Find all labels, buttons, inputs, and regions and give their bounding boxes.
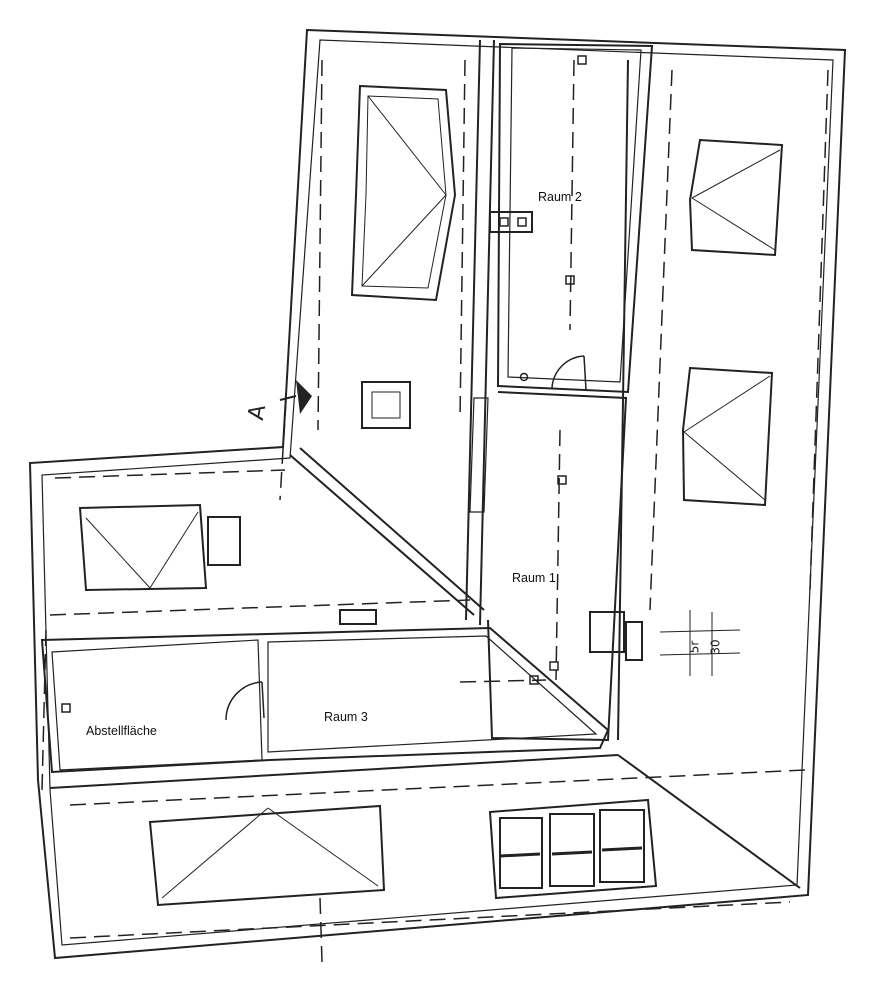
room-label-raum1: Raum 1	[512, 571, 556, 585]
door-raum2	[551, 355, 585, 389]
room-label-raum2: Raum 2	[538, 190, 582, 204]
outer-wall-inner	[41, 39, 834, 946]
room-label-abstellflaeche: Abstellfläche	[86, 724, 157, 738]
skylight-5	[148, 804, 386, 907]
skylight-2	[688, 138, 784, 257]
vent	[361, 381, 411, 429]
room-raum2-wall	[496, 42, 654, 394]
room-label-raum3: Raum 3	[324, 710, 368, 724]
skylight-4	[78, 503, 241, 592]
room-raum1-wall	[487, 391, 628, 742]
section-arrow	[279, 380, 312, 414]
door-raum3	[225, 681, 263, 721]
room-raum3-wall	[40, 626, 610, 774]
window-group-6	[488, 798, 658, 900]
dimension-label-bottom: 30	[708, 639, 723, 655]
dimension-label-top: 5r	[687, 640, 702, 654]
skylight-1	[350, 84, 457, 302]
skylight-3	[681, 366, 774, 507]
outer-wall	[28, 28, 847, 960]
